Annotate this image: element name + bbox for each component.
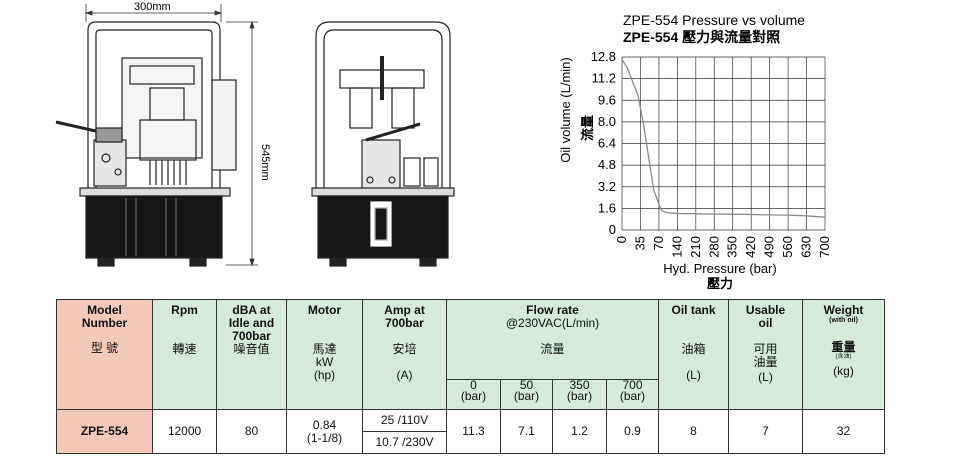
y-tick-label: 4.8 xyxy=(598,157,616,172)
header-flow-50bar: 50(bar) xyxy=(500,379,553,410)
chart-xlabel-zh: 壓力 xyxy=(707,276,733,291)
row-motor: 0.84 (1-1/8) xyxy=(286,409,363,454)
chart-subtitle: ZPE-554 壓力與流量對照 xyxy=(623,29,780,45)
x-tick-label: 210 xyxy=(688,236,703,258)
row-flow-0bar: 11.3 xyxy=(446,409,501,454)
x-tick-label: 0 xyxy=(614,236,629,243)
x-tick-label: 350 xyxy=(725,236,740,258)
row-flow-50bar: 7.1 xyxy=(500,409,553,454)
y-tick-label: 8.0 xyxy=(598,114,616,129)
row-model: ZPE-554 xyxy=(56,409,153,454)
row-amp-110v: 25 /110V xyxy=(362,409,447,432)
x-tick-label: 35 xyxy=(632,236,647,250)
header-flow-350bar: 350(bar) xyxy=(552,379,607,410)
y-tick-label: 12.8 xyxy=(591,49,616,64)
pump-drawings: 300mm 545mm xyxy=(55,1,455,267)
pump-front-view xyxy=(55,21,237,267)
header-rpm: Rpm 轉速 xyxy=(152,299,217,410)
chart-title: ZPE-554 Pressure vs volume xyxy=(623,12,805,28)
row-oil-tank: 8 xyxy=(658,409,730,454)
header-flow-700bar: 700(bar) xyxy=(605,379,660,410)
y-tick-label: 11.2 xyxy=(592,71,616,86)
x-tick-label: 420 xyxy=(743,236,758,258)
y-tick-label: 0 xyxy=(609,222,616,237)
chart-ylabel-zh: 流量 xyxy=(580,115,595,141)
spec-table: Model Number 型 號 Rpm 轉速 dBA at Idle and … xyxy=(56,299,886,454)
header-usable-oil: Usable oil 可用 油量 (L) xyxy=(728,299,804,410)
row-rpm: 12000 xyxy=(152,409,217,454)
x-tick-label: 280 xyxy=(706,236,721,258)
header-oil-tank: Oil tank 油箱 (L) xyxy=(658,299,730,410)
row-flow-350bar: 1.2 xyxy=(552,409,607,454)
width-dimension xyxy=(84,4,223,22)
chart-xlabel: Hyd. Pressure (bar) xyxy=(663,261,776,276)
row-usable-oil: 7 xyxy=(728,409,804,454)
row-weight: 32 xyxy=(802,409,886,454)
x-tick-label: 700 xyxy=(817,236,832,258)
y-tick-label: 9.6 xyxy=(598,92,616,107)
y-tick-label: 3.2 xyxy=(598,179,616,194)
height-label: 545mm xyxy=(259,144,271,181)
header-flow-0bar: 0(bar) xyxy=(446,379,501,410)
width-label: 300mm xyxy=(134,1,171,13)
chart-ylabel: Oil volume (L/min) xyxy=(558,57,573,162)
height-dimension xyxy=(226,20,258,267)
pump-side-view xyxy=(311,21,455,267)
header-weight: Weight (with oil) 重量 (含油) (kg) xyxy=(802,299,886,410)
header-flow-rate: Flow rate @230VAC(L/min) 流量 xyxy=(445,299,660,380)
y-tick-label: 6.4 xyxy=(598,136,616,151)
header-model: Model Number 型 號 xyxy=(56,299,153,410)
x-tick-label: 140 xyxy=(669,236,684,258)
row-flow-700bar: 0.9 xyxy=(605,409,660,454)
row-dba: 80 xyxy=(216,409,287,454)
x-tick-label: 630 xyxy=(799,236,814,258)
header-motor: Motor 馬達 kW (hp) xyxy=(286,299,363,410)
header-amp: Amp at 700bar 安培 (A) xyxy=(362,299,447,410)
x-tick-label: 490 xyxy=(762,236,777,258)
header-dba: dBA at Idle and 700bar 噪音值 xyxy=(216,299,287,410)
series-line xyxy=(621,59,826,218)
row-amp-230v: 10.7 /230V xyxy=(362,431,447,454)
x-tick-label: 560 xyxy=(780,236,795,258)
pressure-volume-chart: ZPE-554 Pressure vs volume ZPE-554 壓力與流量… xyxy=(558,12,832,291)
y-tick-label: 1.6 xyxy=(598,200,616,215)
x-tick-label: 70 xyxy=(651,236,666,250)
